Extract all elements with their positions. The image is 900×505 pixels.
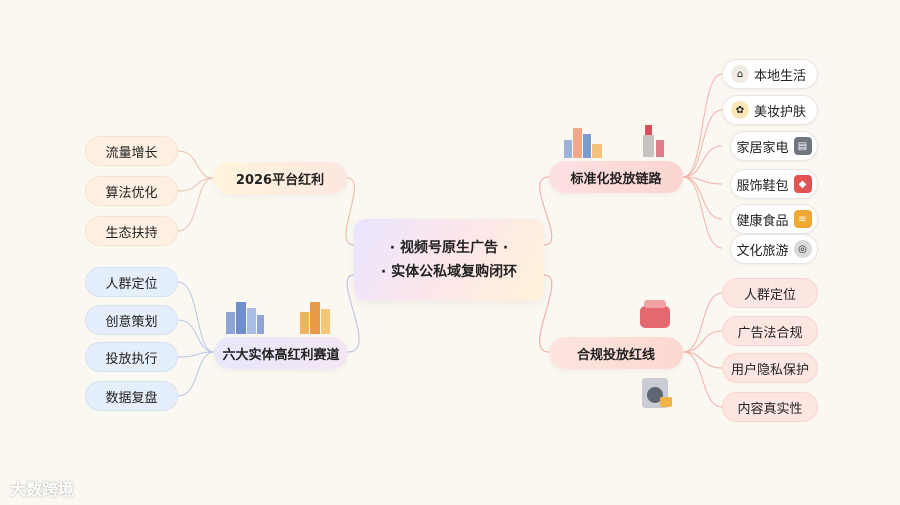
leaf-apparel-shoes-label: 服饰鞋包 — [736, 178, 789, 194]
leaf-ad-law-compliance[interactable]: 广告法合规 — [722, 316, 818, 346]
brand-watermark: 大数跨境 — [10, 476, 74, 500]
food-box-icon: ≡ — [793, 210, 812, 228]
leaf-traffic-growth[interactable]: 流量增长 — [85, 136, 178, 166]
leaf-user-privacy[interactable]: 用户隐私保护 — [722, 353, 818, 383]
leaf-health-food-label: 健康食品 — [736, 213, 789, 229]
blue-buildings-icon — [226, 302, 264, 334]
leaf-campaign-execution[interactable]: 投放执行 — [85, 342, 178, 372]
leaf-culture-tourism[interactable]: 文化旅游 ◎ — [730, 234, 818, 264]
leaf-beauty-skincare[interactable]: ✿ 美妆护肤 — [722, 95, 818, 125]
leaf-home-appliances-label: 家居家电 — [736, 140, 789, 156]
kitchen-icon: ▤ — [793, 137, 812, 155]
leaf-audience-targeting-2[interactable]: 人群定位 — [722, 278, 818, 308]
city-buildings-icon — [564, 128, 602, 158]
connector-center-chain — [539, 176, 553, 246]
shoe-box-icon: ◆ — [793, 175, 812, 193]
center-topic[interactable]: · 视频号原生广告 · · 实体公私域复购闭环 — [354, 219, 544, 301]
connector-center-compliance — [539, 274, 553, 353]
hub-compliance-redline[interactable]: 合规投放红线 — [549, 337, 683, 369]
globe-icon: ◎ — [793, 240, 812, 258]
center-topic-line2: · 实体公私域复购闭环 — [380, 264, 518, 280]
leaf-algorithm-optimization[interactable]: 算法优化 — [85, 176, 178, 206]
leaf-home-appliances[interactable]: 家居家电 ▤ — [730, 131, 818, 161]
leaf-audience-targeting[interactable]: 人群定位 — [85, 267, 178, 297]
leaf-ecosystem-support[interactable]: 生态扶持 — [85, 216, 178, 246]
hub-platform-dividend[interactable]: 2026平台红利 — [213, 162, 347, 194]
leaf-culture-tourism-label: 文化旅游 — [736, 243, 789, 259]
cosmetics-icon: ✿ — [731, 101, 749, 119]
washing-machine-icon — [642, 378, 672, 408]
leaf-beauty-skincare-label: 美妆护肤 — [754, 104, 807, 120]
brand-watermark-text: 大数跨境 — [10, 480, 75, 499]
connector-center-platform — [345, 177, 356, 246]
leaf-local-life[interactable]: ⌂ 本地生活 — [722, 59, 818, 89]
rice-cooker-icon — [640, 300, 670, 328]
store-icon: ⌂ — [731, 65, 749, 83]
leaf-data-review[interactable]: 数据复盘 — [85, 381, 178, 411]
orange-buildings-icon — [300, 302, 330, 334]
hub-six-tracks[interactable]: 六大实体高红利赛道 — [214, 337, 348, 369]
hub-standard-chain[interactable]: 标准化投放链路 — [549, 161, 683, 193]
leaf-apparel-shoes[interactable]: 服饰鞋包 ◆ — [730, 169, 818, 199]
center-topic-line1: · 视频号原生广告 · — [389, 240, 509, 256]
leaf-health-food[interactable]: 健康食品 ≡ — [730, 204, 818, 234]
leaf-local-life-label: 本地生活 — [754, 68, 807, 84]
lipstick-icon — [643, 125, 664, 157]
leaf-content-authenticity[interactable]: 内容真实性 — [722, 392, 818, 422]
connector-center-tracks — [346, 274, 360, 353]
leaf-creative-planning[interactable]: 创意策划 — [85, 305, 178, 335]
